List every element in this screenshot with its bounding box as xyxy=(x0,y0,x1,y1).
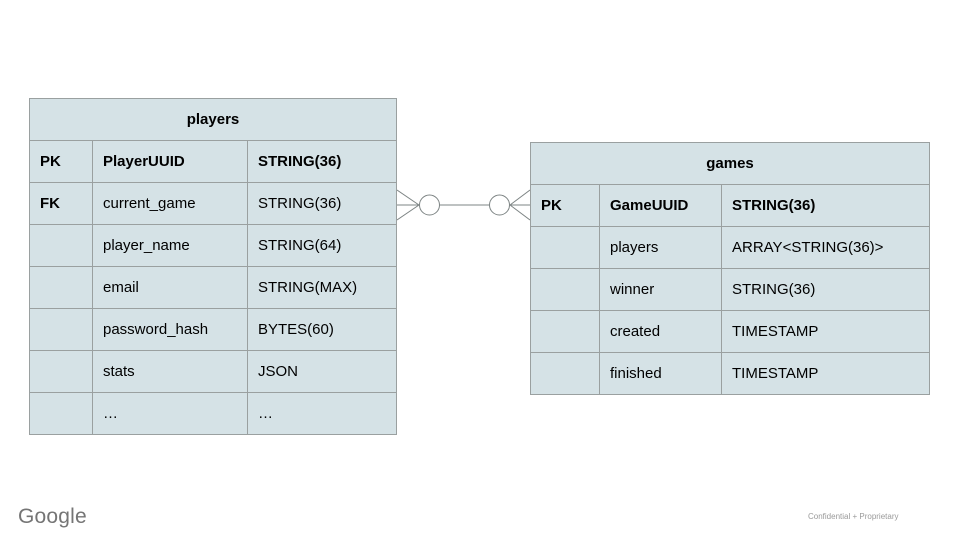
cell-type: STRING(36) xyxy=(722,185,929,226)
cell-type: ARRAY<STRING(36)> xyxy=(722,227,929,268)
cell-type: STRING(36) xyxy=(248,141,396,182)
google-logo: Google xyxy=(18,505,87,528)
relationship-connector xyxy=(397,189,530,221)
cell-type: TIMESTAMP xyxy=(722,311,929,352)
cell-key xyxy=(531,269,599,310)
cell-type: STRING(64) xyxy=(248,225,396,266)
cell-field: created xyxy=(600,311,721,352)
cell-field: email xyxy=(93,267,247,308)
zero-circle-left-icon xyxy=(419,194,440,216)
cell-key xyxy=(30,225,92,266)
cell-field: current_game xyxy=(93,183,247,224)
cell-key xyxy=(531,227,599,268)
classification-label: Confidential + Proprietary xyxy=(808,512,899,521)
crow-foot-left-icon xyxy=(397,189,420,221)
zero-circle-right-icon xyxy=(489,194,510,216)
cell-key: FK xyxy=(30,183,92,224)
cell-key xyxy=(30,393,92,434)
cell-type: STRING(36) xyxy=(722,269,929,310)
cell-type: TIMESTAMP xyxy=(722,353,929,394)
cell-key: PK xyxy=(30,141,92,182)
cell-field: … xyxy=(93,393,247,434)
cell-type: STRING(36) xyxy=(248,183,396,224)
cell-key xyxy=(30,351,92,392)
cell-type: STRING(MAX) xyxy=(248,267,396,308)
cell-field: winner xyxy=(600,269,721,310)
crow-foot-right-icon xyxy=(509,189,530,221)
cell-key xyxy=(30,267,92,308)
cell-field: player_name xyxy=(93,225,247,266)
cell-field: password_hash xyxy=(93,309,247,350)
table-title: games xyxy=(531,143,929,184)
cell-key: PK xyxy=(531,185,599,226)
cell-field: players xyxy=(600,227,721,268)
players-table: players PK PlayerUUID STRING(36) FK curr… xyxy=(29,98,397,435)
table-title: players xyxy=(30,99,396,140)
games-table: games PK GameUUID STRING(36) players ARR… xyxy=(530,142,930,395)
cell-field: finished xyxy=(600,353,721,394)
cell-key xyxy=(30,309,92,350)
cell-field: PlayerUUID xyxy=(93,141,247,182)
cell-type: … xyxy=(248,393,396,434)
cell-key xyxy=(531,353,599,394)
cell-field: GameUUID xyxy=(600,185,721,226)
cell-type: BYTES(60) xyxy=(248,309,396,350)
cell-key xyxy=(531,311,599,352)
cell-type: JSON xyxy=(248,351,396,392)
cell-field: stats xyxy=(93,351,247,392)
